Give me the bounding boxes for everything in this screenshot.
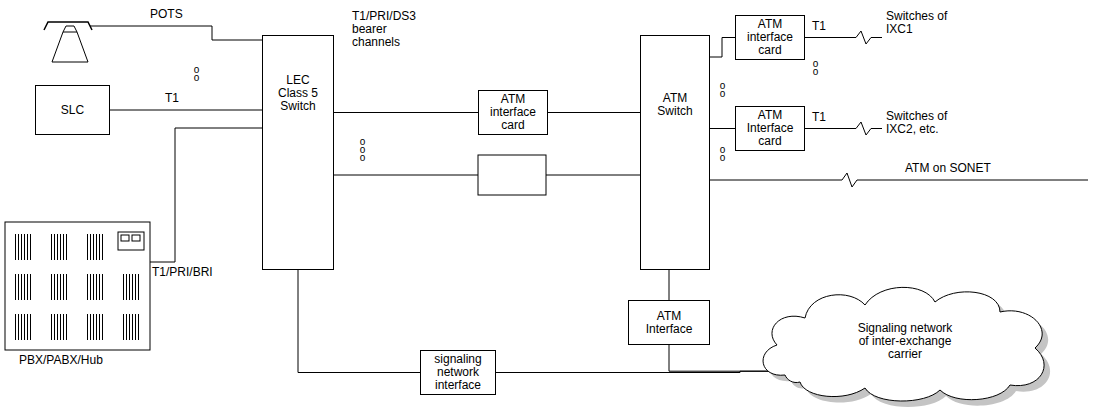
label-text: Switches of IXC2, etc. bbox=[886, 110, 964, 136]
card-slots bbox=[50, 274, 68, 300]
connector bbox=[669, 270, 670, 300]
card-slots bbox=[121, 314, 141, 340]
line-label: T1 bbox=[812, 111, 826, 124]
destination-label: Switches of IXC1 bbox=[886, 10, 948, 36]
telephone-symbol bbox=[44, 22, 92, 62]
interface-card: ATM interface card bbox=[735, 15, 805, 60]
line-label: ATM on SONET bbox=[905, 162, 991, 175]
network-cloud: Signaling network of inter-exchange carr… bbox=[755, 280, 1055, 402]
node-text: ATM Interface bbox=[640, 310, 698, 336]
switch-box: LEC Class 5 Switch bbox=[262, 35, 334, 270]
phone-neck bbox=[63, 26, 77, 32]
console-display bbox=[118, 232, 144, 250]
card-slots bbox=[14, 234, 32, 260]
bearer-wire bbox=[334, 175, 478, 176]
pbx-cabinet-figure bbox=[5, 222, 150, 350]
card-slots bbox=[86, 234, 104, 260]
card-slots bbox=[86, 314, 104, 340]
node-text: ATM interface card bbox=[483, 93, 543, 132]
interface-card: ATM Interface card bbox=[735, 106, 805, 151]
ellipsis-dots: o o bbox=[193, 66, 200, 82]
connector bbox=[110, 110, 262, 111]
switch-box: ATM Switch bbox=[640, 35, 710, 270]
node-text: PBX/PABX/Hub bbox=[19, 354, 103, 367]
card-slots bbox=[50, 234, 68, 260]
empty-card bbox=[478, 155, 546, 195]
node-text: SLC bbox=[61, 104, 84, 117]
ellipsis-dots: o o bbox=[719, 82, 726, 98]
label-text: ATM on SONET bbox=[905, 162, 991, 175]
connector bbox=[548, 112, 640, 113]
node-text: Signaling network of inter-exchange carr… bbox=[854, 322, 956, 361]
connector bbox=[710, 128, 735, 129]
connector bbox=[669, 345, 768, 371]
node-text: LEC Class 5 Switch bbox=[273, 74, 323, 113]
ellipsis-dots: o o bbox=[812, 60, 819, 76]
node-text: signaling network interface bbox=[428, 353, 488, 392]
ellipsis-text: o o bbox=[193, 66, 200, 82]
ellipsis-text: o o bbox=[719, 82, 726, 98]
label-text: T1 bbox=[812, 111, 826, 124]
label-text: Switches of IXC1 bbox=[886, 10, 948, 36]
phone-body bbox=[52, 32, 88, 62]
edge-label-text: T1 bbox=[165, 92, 179, 105]
connector bbox=[334, 112, 478, 113]
edge-label: T1/PRI/BRI bbox=[152, 266, 213, 279]
ellipsis-text: o o bbox=[719, 146, 726, 162]
edge-label-text: T1/PRI/DS3 bearer channels bbox=[352, 10, 424, 49]
sonet-wire bbox=[710, 173, 1088, 187]
destination-label: Switches of IXC2, etc. bbox=[886, 110, 964, 136]
pbx-cabinet: PBX/PABX/Hub bbox=[5, 222, 150, 350]
line-label: T1 bbox=[812, 20, 826, 33]
edge-label: T1 bbox=[165, 92, 179, 105]
card-slots bbox=[14, 314, 32, 340]
bearer-wire bbox=[546, 175, 640, 176]
connector bbox=[150, 128, 262, 262]
interface-box: ATM Interface bbox=[628, 300, 710, 345]
node-text: ATM Interface card bbox=[740, 109, 800, 148]
card-slots bbox=[50, 314, 68, 340]
ellipsis-dots: o o o bbox=[359, 138, 366, 162]
pots-wire bbox=[90, 26, 262, 40]
edge-label-text: T1/PRI/BRI bbox=[152, 266, 213, 279]
label-text: POTS bbox=[150, 8, 183, 21]
console-screen bbox=[121, 235, 129, 241]
console-screen bbox=[132, 235, 140, 241]
connector bbox=[710, 38, 735, 58]
connector bbox=[298, 270, 420, 373]
cloud-shape bbox=[763, 287, 1044, 401]
node-text: ATM interface card bbox=[740, 18, 800, 57]
ellipsis-text: o o bbox=[812, 60, 819, 76]
node-text: ATM Switch bbox=[650, 92, 700, 118]
ellipsis-dots: o o bbox=[719, 146, 726, 162]
card-slots bbox=[86, 274, 104, 300]
interface-box: signaling network interface bbox=[420, 350, 496, 395]
ellipsis-text: o o o bbox=[359, 138, 366, 162]
card-slots bbox=[121, 274, 141, 300]
label-text: T1 bbox=[812, 20, 826, 33]
slc-box: SLC bbox=[35, 85, 110, 135]
line-label: POTS bbox=[150, 8, 183, 21]
card-slots bbox=[14, 274, 32, 300]
cabinet-outline bbox=[5, 222, 150, 350]
interface-card: ATM interface card bbox=[478, 90, 548, 135]
edge-label: T1/PRI/DS3 bearer channels bbox=[352, 10, 424, 49]
